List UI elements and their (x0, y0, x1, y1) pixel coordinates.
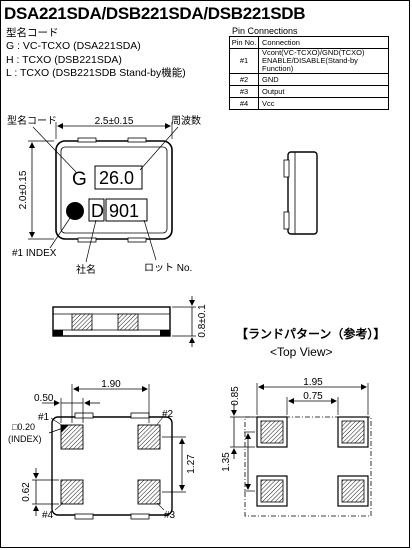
model-code-item: L : TCXO (DSB221SDB Stand-by機能) (6, 66, 186, 79)
dim-pitch-y: 1.27 (186, 454, 197, 474)
connection-cell: Vcont(VC-TCXO)/GND(TCXO) ENABLE/DISABLE(… (258, 48, 389, 74)
castellation (77, 237, 97, 243)
pad-2 (137, 424, 161, 450)
page-title: DSA221SDA/DSB221SDA/DSB221SDB (4, 4, 306, 23)
pad-4 (60, 479, 84, 505)
marking-lot: 901 (109, 201, 139, 221)
pin-label-4: #4 (42, 510, 54, 521)
pad-1 (60, 424, 84, 450)
model-code-heading: 型名コード (6, 27, 59, 39)
label-index: #1 INDEX (12, 248, 57, 259)
dim-width: 2.5±0.15 (95, 116, 134, 127)
label-model-code: 型名コード (7, 114, 57, 127)
dim-pad: 0.85 (230, 386, 241, 406)
land-pad (256, 416, 288, 448)
dim-height: 2.0±0.15 (18, 170, 29, 209)
dim-thickness: 0.8±0.1 (197, 304, 208, 338)
package-inner-outline (60, 146, 168, 234)
land-pad (337, 416, 369, 448)
label-company: 社名 (76, 263, 96, 276)
connection-line: Vcont(VC-TCXO)/GND(TCXO) (262, 48, 365, 57)
dim-outer: 1.95 (303, 377, 323, 388)
leader-line (49, 217, 71, 249)
dim-index: □0.20 (12, 422, 35, 432)
label-frequency: 周波数 (171, 114, 201, 127)
connection-cell: Vcc (258, 97, 389, 110)
castellation (127, 237, 147, 243)
pin-connections-heading: Pin Connections (232, 26, 298, 36)
dim-pad-height: 0.62 (21, 482, 32, 502)
lot-box (105, 198, 148, 222)
pin-no-cell: #4 (229, 97, 259, 110)
dim-index-label: (INDEX) (8, 434, 42, 444)
leader-line (32, 126, 77, 173)
dim-inner: 0.75 (303, 391, 323, 402)
land-pattern: 【ランドパターン（参考）】 <Top View> 1.95 0.75 (221, 326, 385, 517)
model-code-item: G : VC-TCXO (DSA221SDA) (6, 40, 141, 53)
table-header-row: Pin No. Connection (229, 36, 389, 49)
right-side-view (283, 151, 318, 235)
table-row: #4 Vcc (229, 97, 389, 110)
marking-frequency: 26.0 (99, 168, 134, 188)
package-outline (55, 140, 173, 240)
land-pattern-subtitle: <Top View> (270, 345, 333, 359)
pin1-index-mark (61, 425, 69, 433)
pin-label-2: #2 (162, 409, 174, 420)
land-pattern-title: 【ランドパターン（参考）】 (236, 326, 385, 341)
castellation (127, 137, 147, 143)
company-box (88, 198, 105, 222)
leader-line (85, 219, 97, 263)
land-pad (256, 475, 288, 507)
top-view: G 26.0 D 901 2.5±0.15 2.0±0.15 型名コード 周波数… (7, 114, 201, 276)
label-lot: ロット No. (144, 263, 192, 274)
leader-line (139, 126, 179, 171)
leader-line (143, 219, 157, 261)
pin-connections-table: Pin No. Connection #1 Vcont(VC-TCXO)/GND… (229, 36, 389, 110)
table-row: #2 GND (229, 73, 389, 86)
castellation (77, 137, 97, 143)
connection-line: ENABLE/DISABLE(Stand-by Function) (262, 56, 358, 73)
index-dot (66, 202, 84, 220)
land-pad (337, 475, 369, 507)
model-code-list: 型名コード G : VC-TCXO (DSA221SDA) H : TCXO (… (6, 27, 186, 80)
pad-3 (137, 479, 161, 505)
dim-pitch-y: 1.35 (221, 452, 232, 472)
front-side-view: 0.8±0.1 (52, 296, 208, 347)
marking-model-code: G (72, 169, 87, 190)
bottom-view: 1.90 0.50 □0.20 (INDEX) 1.27 0.62 #1 #2 … (8, 379, 197, 521)
frequency-box (94, 165, 143, 190)
dim-pad-width: 0.50 (34, 393, 54, 404)
model-code-item: H : TCXO (DSB221SDA) (6, 53, 122, 66)
pin-label-3: #3 (164, 510, 176, 521)
marking-company: D (91, 201, 104, 221)
dim-pitch-x: 1.90 (101, 379, 121, 390)
pin-label-1: #1 (38, 412, 50, 423)
